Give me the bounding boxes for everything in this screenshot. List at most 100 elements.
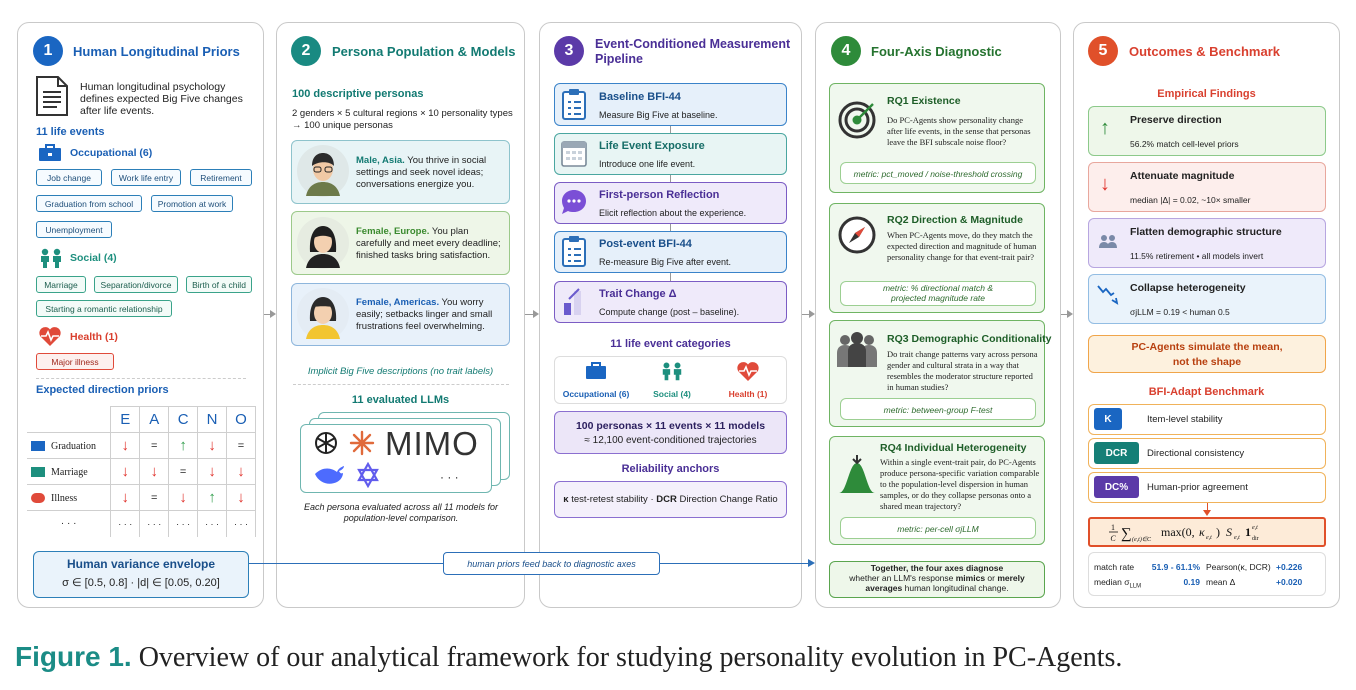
bench-label: Item-level stability bbox=[1147, 414, 1223, 425]
row-label: Marriage bbox=[51, 467, 88, 478]
bench-label: Directional consistency bbox=[1147, 448, 1245, 459]
step-baseline bbox=[554, 83, 787, 126]
bar-change-icon bbox=[564, 288, 581, 315]
step-reflection bbox=[554, 182, 787, 224]
step-badge-2: 2 bbox=[291, 36, 321, 66]
feedback-label: human priors feed back to diagnostic axe… bbox=[467, 559, 636, 569]
row-label: Graduation bbox=[51, 441, 96, 452]
svg-text:∑: ∑ bbox=[1121, 526, 1132, 542]
divider bbox=[36, 378, 246, 379]
cell: = bbox=[139, 432, 170, 459]
rq-title: RQ3 Demographic Conditionality bbox=[887, 333, 1052, 345]
cell: · · · bbox=[139, 510, 170, 537]
anchor-dcr: DCR bbox=[656, 494, 677, 505]
bench-label: Human-prior agreement bbox=[1147, 482, 1248, 493]
anchor-kappa: κ bbox=[563, 494, 569, 505]
sparkle-logo-icon bbox=[349, 430, 375, 456]
occupational-label: Occupational (6) bbox=[70, 147, 153, 159]
rq-metric: metric: per-cell σjLLM bbox=[897, 524, 979, 534]
tag-unemployment: Unemployment bbox=[36, 221, 112, 238]
heart-pulse-icon bbox=[39, 327, 61, 346]
anchors-box bbox=[554, 481, 787, 518]
stat-value: +0.226 bbox=[1276, 562, 1303, 572]
cell: = bbox=[226, 432, 256, 459]
persona-text-1: Male, Asia. You thrive in social setting… bbox=[356, 155, 506, 191]
briefcase-icon bbox=[31, 440, 45, 451]
step-desc: Re-measure Big Five after event. bbox=[599, 257, 732, 267]
step-title: Life Event Exposure bbox=[599, 140, 705, 152]
svg-text:S: S bbox=[1226, 525, 1232, 539]
badge-dcr: DCR bbox=[1094, 442, 1139, 464]
divider bbox=[293, 384, 509, 385]
summary-text: human longitudinal change. bbox=[902, 583, 1009, 593]
bell-curve-icon bbox=[839, 455, 875, 493]
bench-row-k bbox=[1088, 404, 1326, 435]
step-trait-change bbox=[554, 281, 787, 323]
tag-graduation: Graduation from school bbox=[36, 195, 142, 212]
openai-logo-icon bbox=[315, 432, 337, 454]
svg-text:(e,t)∈C: (e,t)∈C bbox=[1132, 536, 1152, 543]
target-icon bbox=[838, 101, 876, 139]
stat-value: +0.020 bbox=[1276, 577, 1303, 587]
step-badge-3: 3 bbox=[554, 36, 584, 66]
conclusion-line2: not the shape bbox=[1172, 356, 1242, 368]
connector-1-2 bbox=[264, 314, 270, 315]
chat-bubble-icon bbox=[562, 190, 586, 214]
formula-box bbox=[1088, 517, 1326, 547]
row-label: · · · bbox=[27, 510, 112, 537]
conclusion-box bbox=[1088, 335, 1326, 373]
summary-text: whether an LLM's response bbox=[849, 573, 956, 583]
tag-promotion: Promotion at work bbox=[151, 195, 233, 212]
priors-table: E A C N O Graduation ↓=↑↓= Marriage ↓↓=↓… bbox=[27, 406, 256, 537]
benchmark-heading: BFI-Adapt Benchmark bbox=[1148, 386, 1265, 398]
cell: ↓ bbox=[197, 458, 228, 485]
group-icon bbox=[1099, 235, 1117, 248]
envelope-formula: σ ∈ [0.5, 0.8] · |d| ∈ [0.05, 0.20] bbox=[62, 577, 220, 589]
stat-value: 51.9 - 61.1% bbox=[1151, 562, 1200, 572]
rq-question: Do trait change patterns vary across per… bbox=[887, 349, 1038, 392]
llm-caption: Each persona evaluated across all 11 mod… bbox=[304, 502, 498, 523]
cell: ↑ bbox=[168, 432, 199, 459]
persona-desc: You worry easily; setbacks linger and sm… bbox=[356, 297, 493, 332]
down-arrowhead-icon bbox=[1203, 510, 1211, 516]
rq-metric: metric: % directional match & projected … bbox=[882, 283, 994, 303]
heart-icon bbox=[31, 492, 45, 503]
female-avatar-icon bbox=[297, 288, 349, 340]
persona-bold: Female, Europe. bbox=[356, 226, 430, 237]
summary-line3: averages human longitudinal change. bbox=[829, 583, 1045, 593]
persona-text-2: Female, Europe. You plan carefully and m… bbox=[356, 226, 506, 262]
document-icon bbox=[36, 76, 68, 116]
diagnostic-summary bbox=[829, 561, 1045, 598]
arrow-head-icon bbox=[809, 310, 815, 318]
svg-text:e,t: e,t bbox=[1252, 525, 1258, 531]
implicit-note: Implicit Big Five descriptions (no trait… bbox=[307, 366, 494, 377]
svg-text:e,t: e,t bbox=[1234, 535, 1240, 541]
cell: ↓ bbox=[168, 484, 199, 511]
rq-metric-box bbox=[840, 162, 1036, 184]
social-label: Social (4) bbox=[70, 252, 117, 264]
personas-description: 2 genders × 5 cultural regions × 10 pers… bbox=[292, 108, 513, 131]
finding-preserve bbox=[1088, 106, 1326, 156]
tag-marriage: Marriage bbox=[36, 276, 86, 293]
arrow-head-icon bbox=[533, 310, 539, 318]
panel5-title: Outcomes & Benchmark bbox=[1129, 44, 1280, 59]
finding-flatten bbox=[1088, 218, 1326, 268]
persona-desc: You plan carefully and meet every deadli… bbox=[356, 226, 501, 261]
rq-question: When PC-Agents move, do they match the e… bbox=[887, 230, 1037, 262]
tag-work-life-entry: Work life entry bbox=[111, 169, 181, 186]
arrow-head-icon bbox=[270, 310, 276, 318]
panel2-title: Persona Population & Models bbox=[332, 44, 516, 59]
step-title: First-person Reflection bbox=[599, 189, 720, 201]
clipboard-icon bbox=[562, 236, 586, 267]
step-badge-1: 1 bbox=[33, 36, 63, 66]
stat-key: Pearson(κ, DCR) bbox=[1206, 562, 1271, 572]
compass-icon bbox=[838, 216, 876, 254]
heart-pulse-icon bbox=[737, 362, 759, 381]
priors-heading: Expected direction priors bbox=[36, 384, 169, 396]
step-desc: Elicit reflection about the experience. bbox=[599, 208, 747, 218]
anchors-text: κ test-retest stability · DCR Direction … bbox=[554, 494, 787, 506]
trait-a: A bbox=[139, 406, 170, 433]
stat-key: match rate bbox=[1094, 562, 1135, 572]
male-avatar-icon bbox=[297, 145, 349, 197]
